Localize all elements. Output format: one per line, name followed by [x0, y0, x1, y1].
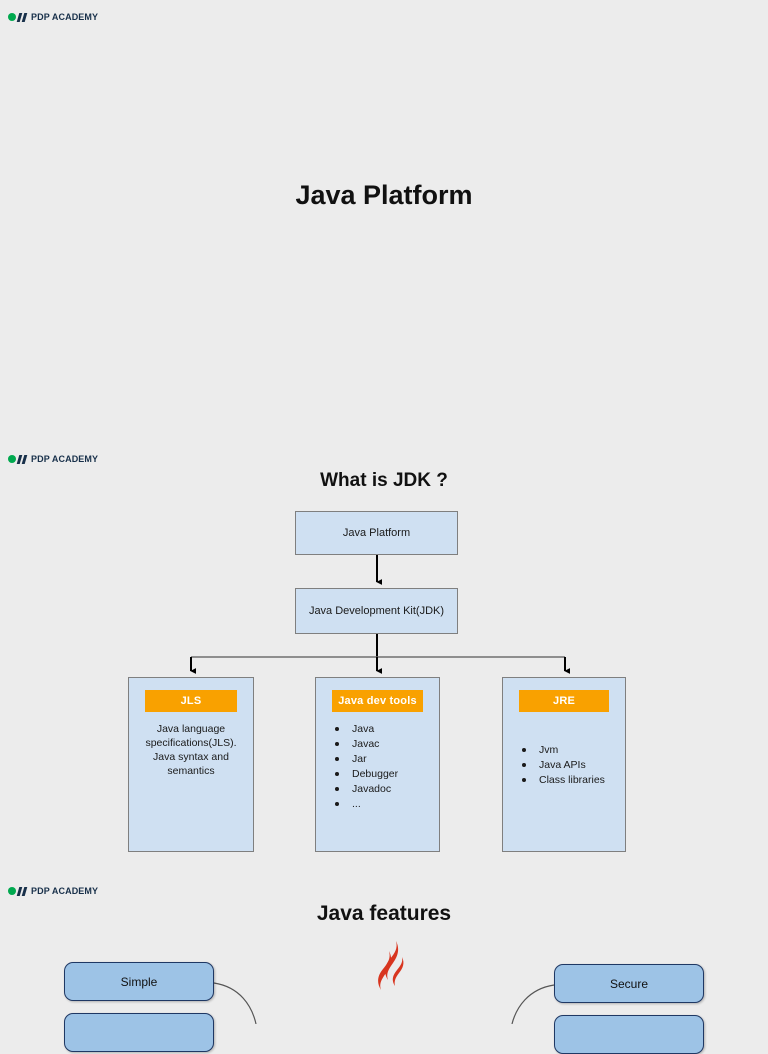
panel-header-jls: JLS: [145, 690, 237, 712]
page-title-java-platform: Java Platform: [295, 180, 473, 210]
brand-name: PDP ACADEMY: [31, 11, 99, 22]
list-item: Javac: [335, 737, 431, 751]
panel-header-jre: JRE: [519, 690, 609, 712]
feature-box-secure[interactable]: Secure: [554, 964, 704, 1003]
list-item: Debugger: [335, 767, 431, 781]
page-title-java-features: Java features: [316, 902, 452, 925]
feature-box-right-partial[interactable]: [554, 1015, 704, 1054]
flow-panel-java-dev-tools[interactable]: Java dev tools Java Javac Jar Debugger J…: [315, 677, 440, 852]
slide-java-features: PDP ACADEMY Java features Simple Secure: [0, 874, 768, 1054]
brand-name: PDP ACADEMY: [31, 453, 99, 464]
brand-name: PDP ACADEMY: [31, 885, 99, 896]
brand-slashes-icon: [16, 886, 29, 896]
java-dev-tools-list: Java Javac Jar Debugger Javadoc ...: [324, 722, 431, 811]
brand-logo: PDP ACADEMY: [8, 885, 98, 897]
feature-box-simple[interactable]: Simple: [64, 962, 214, 1001]
list-item: Jar: [335, 752, 431, 766]
brand-logo: PDP ACADEMY: [8, 453, 98, 465]
panel-body-java-dev-tools: Java Javac Jar Debugger Javadoc ...: [324, 722, 431, 812]
brand-slashes-icon: [16, 12, 29, 22]
list-item: Java: [335, 722, 431, 736]
brand-dot-icon: [8, 887, 16, 895]
brand-logo: PDP ACADEMY: [8, 11, 98, 23]
brand-dot-icon: [8, 455, 16, 463]
panel-body-jls: Java language specifications(JLS). Java …: [145, 723, 237, 777]
list-item: Class libraries: [522, 773, 617, 787]
page-title-what-is-jdk: What is JDK ?: [320, 470, 448, 491]
flow-panel-jls[interactable]: JLS Java language specifications(JLS). J…: [128, 677, 254, 852]
list-item: Jvm: [522, 743, 617, 757]
panel-header-java-dev-tools: Java dev tools: [332, 690, 423, 712]
flow-node-jdk[interactable]: Java Development Kit(JDK): [295, 588, 458, 634]
list-item: Java APIs: [522, 758, 617, 772]
flow-node-java-platform[interactable]: Java Platform: [295, 511, 458, 555]
list-item: ...: [335, 797, 431, 811]
brand-slashes-icon: [16, 454, 29, 464]
slide-java-platform: PDP ACADEMY Java Platform: [0, 0, 768, 442]
feature-box-left-partial[interactable]: [64, 1013, 214, 1052]
panel-body-jre: Jvm Java APIs Class libraries: [511, 743, 617, 788]
list-item: Javadoc: [335, 782, 431, 796]
flow-panel-jre[interactable]: JRE Jvm Java APIs Class libraries: [502, 677, 626, 852]
brand-dot-icon: [8, 13, 16, 21]
jre-list: Jvm Java APIs Class libraries: [511, 743, 617, 787]
slide-what-is-jdk: PDP ACADEMY What is JDK ? Java Platform …: [0, 442, 768, 874]
